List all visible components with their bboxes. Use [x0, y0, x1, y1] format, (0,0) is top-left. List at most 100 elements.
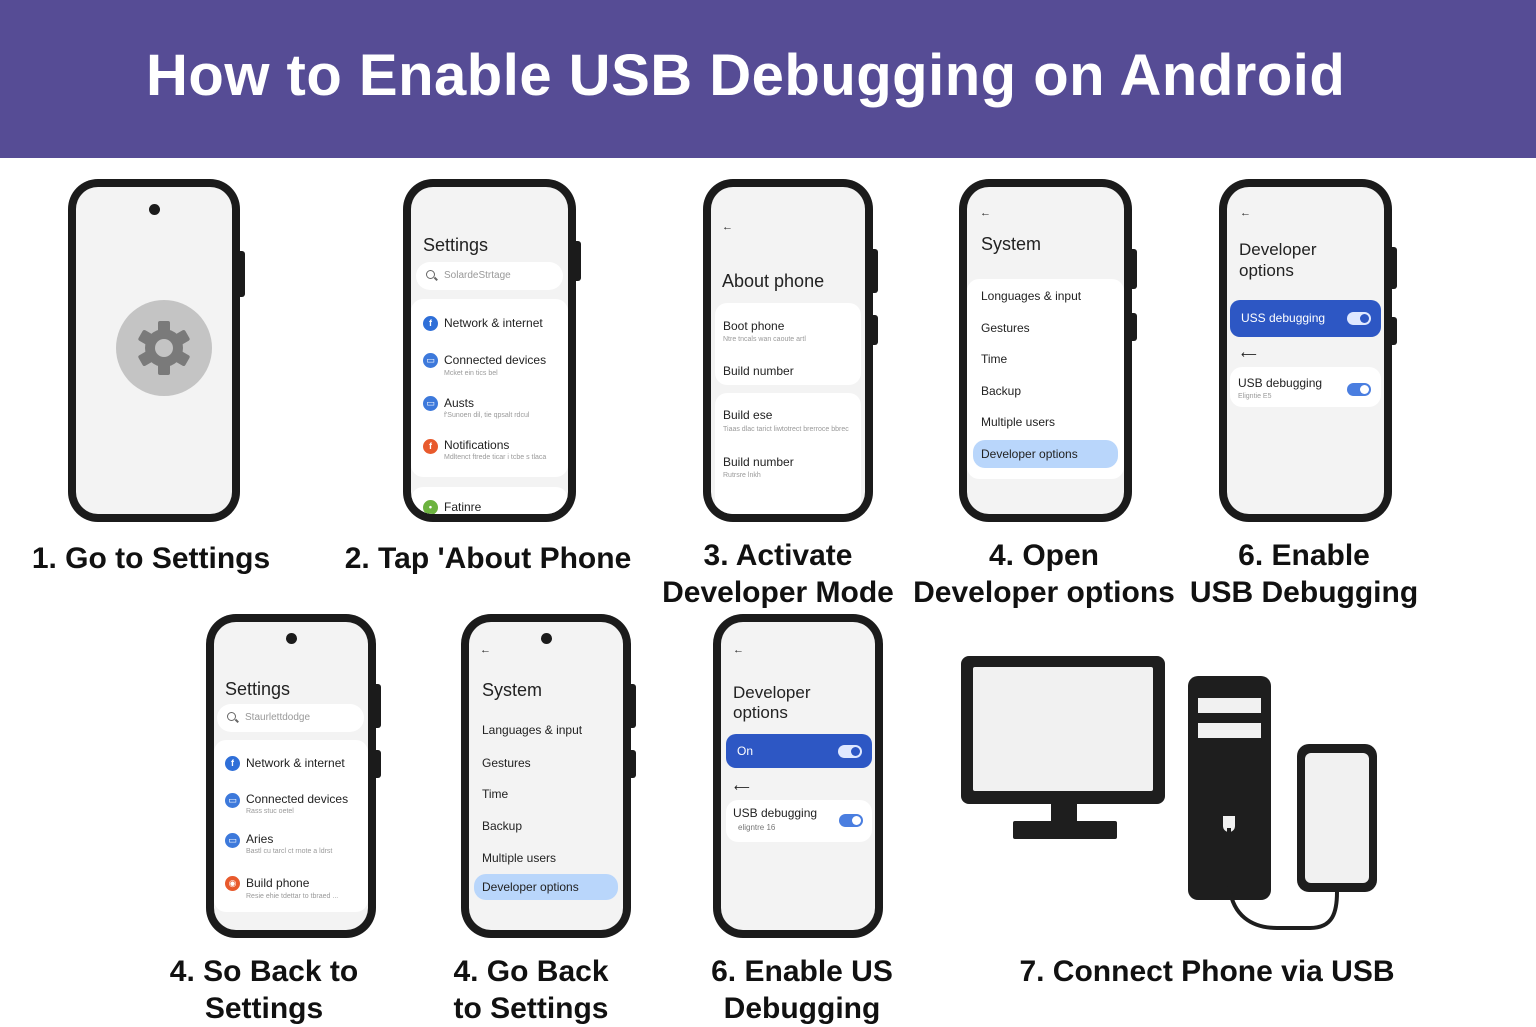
phone-icon — [1297, 744, 1377, 892]
computer-connection-illustration — [961, 656, 1377, 930]
phone-step-2: Settings SolardeStrtage f Network & inte… — [403, 179, 581, 522]
screen-title: Developer — [733, 683, 811, 702]
list-item-sub: Ntre tncals wan caoute artl — [723, 336, 806, 343]
info-card — [715, 303, 861, 385]
list-item[interactable]: Boot phone — [723, 319, 785, 333]
list-item-label: Developer options — [482, 880, 579, 894]
developer-options-on-bar[interactable]: On — [726, 734, 872, 768]
list-item[interactable]: Build phone — [246, 876, 310, 890]
list-item[interactable]: Time — [981, 352, 1008, 366]
phone-screen: Settings SolardeStrtage f Network & inte… — [411, 187, 568, 514]
build-phone-icon: ◉ — [225, 876, 240, 891]
back-arrow-icon[interactable]: ← — [1240, 207, 1251, 219]
back-arrow-icon[interactable]: ← — [480, 644, 491, 656]
back-arrow-icon[interactable]: ← — [980, 207, 991, 219]
back-arrow-icon[interactable]: ⟵ — [1241, 349, 1257, 361]
list-item[interactable]: Build number — [723, 364, 794, 378]
bar-label: On — [737, 744, 754, 758]
list-item[interactable]: Time — [482, 787, 509, 801]
list-item[interactable]: Multiple users — [981, 415, 1056, 429]
list-item[interactable]: Network & internet — [246, 756, 345, 770]
step-label-5: 6. Enable USB Debugging — [1189, 539, 1419, 609]
row-label: USB debugging — [733, 806, 818, 820]
search-icon — [426, 270, 435, 279]
phone-step-6: Settings Staurlettdodge f Network & inte… — [206, 614, 381, 938]
list-item[interactable]: Longuages & input — [981, 289, 1082, 303]
screen-title: Settings — [423, 235, 489, 255]
list-item[interactable]: Gestures — [482, 756, 531, 770]
search-placeholder: Staurlettdodge — [245, 712, 311, 723]
list-item[interactable]: Fatinre — [444, 500, 482, 514]
apps-icon: ▭ — [225, 833, 240, 848]
step-label-3: 3. Activate Developer Mode — [662, 539, 894, 609]
info-card — [715, 393, 861, 514]
row-label: USB debugging — [1238, 376, 1323, 390]
list-item[interactable]: Languages & input — [482, 723, 583, 737]
list-item[interactable]: Multiple users — [482, 851, 557, 865]
list-item[interactable]: Aries — [246, 832, 274, 846]
search-icon — [227, 712, 236, 721]
toggle-switch[interactable] — [838, 745, 862, 758]
settings-gear-icon — [116, 300, 212, 396]
row-sub: eligntre 16 — [738, 823, 776, 832]
screen-title: Developer — [1239, 240, 1317, 259]
list-item-sub: Rutrsre lnkh — [723, 472, 761, 479]
apps-icon: ▭ — [423, 396, 438, 411]
list-item[interactable]: Connected devices — [246, 792, 349, 806]
step-label-9: 7. Connect Phone via USB — [1019, 955, 1395, 988]
usb-cable — [1227, 828, 1339, 930]
toggle-switch[interactable] — [1347, 312, 1371, 325]
computer-tower-icon — [1188, 676, 1271, 900]
step-label-8: 6. Enable US Debugging — [711, 955, 893, 1025]
list-item[interactable]: Network & internet — [444, 316, 543, 330]
header-banner: How to Enable USB Debugging on Android — [0, 0, 1536, 158]
developer-options-item[interactable]: Developer options — [474, 874, 618, 900]
phone-step-3: ← About phone Boot phone Ntre tncals wan… — [703, 179, 878, 522]
list-item[interactable]: Backup — [981, 384, 1022, 398]
feature-icon: • — [423, 500, 438, 514]
step-label-2: 2. Tap 'About Phone — [344, 542, 632, 575]
search-bar[interactable]: SolardeStrtage — [416, 262, 563, 290]
list-item[interactable]: Austs — [444, 396, 475, 410]
bar-label: USS debugging — [1241, 311, 1326, 325]
list-item[interactable]: Gestures — [981, 321, 1030, 335]
step-label-7: 4. Go Back to Settings — [453, 955, 609, 1025]
list-item-sub: Mdltenct ftrede ticar i tcbe s tlaca — [444, 454, 547, 461]
phone-screen: ← Developer options On ⟵ USB debugging e… — [721, 622, 875, 930]
phone-screen: ← System Languages & input Gestures Time… — [469, 622, 623, 930]
phone-step-4: ← System Longuages & input Gestures Time… — [959, 179, 1137, 522]
row-sub: Eligntie E5 — [1238, 393, 1272, 400]
network-icon: f — [423, 316, 438, 331]
list-item[interactable]: Backup — [482, 819, 523, 833]
phone-step-5: ← Developer options USS debugging ⟵ USB … — [1219, 179, 1397, 522]
screen-title: About phone — [722, 271, 825, 291]
screen-title: System — [482, 680, 543, 700]
back-arrow-icon[interactable]: ← — [733, 644, 744, 656]
phone-screen — [76, 187, 232, 514]
toggle-switch[interactable] — [839, 814, 863, 827]
usb-debugging-bar[interactable]: USS debugging — [1230, 300, 1381, 337]
screen-title: Settings — [225, 679, 291, 699]
notifications-icon: f — [423, 439, 438, 454]
phone-screen: ← System Longuages & input Gestures Time… — [967, 187, 1124, 514]
list-item[interactable]: Build number — [723, 455, 794, 469]
devices-icon: ▭ — [225, 793, 240, 808]
list-item-sub: Mcket ein tics bel — [444, 370, 498, 377]
back-arrow-icon[interactable]: ← — [722, 221, 733, 233]
back-arrow-icon[interactable]: ⟵ — [734, 782, 750, 794]
list-item-sub: f'Sunoen dil, tie qpsalt rdcul — [444, 412, 530, 419]
list-item[interactable]: Connected devices — [444, 353, 547, 367]
toggle-switch[interactable] — [1347, 383, 1371, 396]
list-item-label: Developer options — [981, 447, 1078, 461]
phone-step-7: ← System Languages & input Gestures Time… — [461, 614, 636, 938]
phone-screen: ← Developer options USS debugging ⟵ USB … — [1227, 187, 1384, 514]
screen-title: System — [981, 234, 1042, 254]
step-label-4: 4. Open Developer options — [913, 539, 1175, 609]
phone-step-1 — [68, 179, 245, 522]
phone-screen: ← About phone Boot phone Ntre tncals wan… — [711, 187, 865, 514]
search-bar[interactable]: Staurlettdodge — [217, 704, 364, 732]
list-item[interactable]: Build ese — [723, 408, 773, 422]
list-item[interactable]: Notifications — [444, 438, 510, 452]
developer-options-item[interactable]: Developer options — [973, 440, 1118, 468]
devices-icon: ▭ — [423, 353, 438, 368]
